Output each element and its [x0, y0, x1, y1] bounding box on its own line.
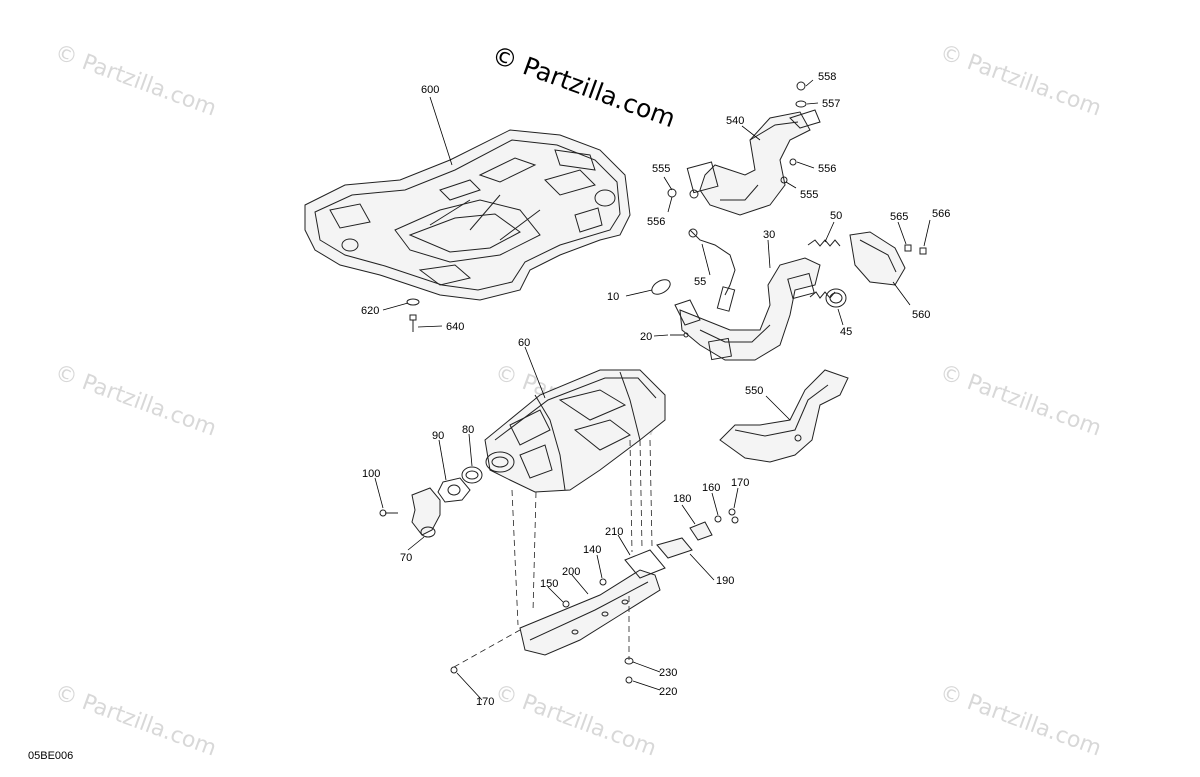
callout-45: 45	[840, 326, 852, 338]
bolt-100	[379, 509, 398, 517]
stud-20	[670, 332, 689, 338]
callout-555: 555	[652, 163, 670, 175]
tail-pipe-550	[719, 369, 849, 463]
callout-60: 60	[518, 337, 530, 349]
callout-55: 55	[694, 276, 706, 288]
nut-220	[625, 676, 633, 684]
callout-80: 80	[462, 424, 474, 436]
callout-100: 100	[362, 468, 380, 480]
washer-620	[406, 298, 420, 306]
leader-lines	[374, 79, 931, 701]
callout-150: 150	[540, 578, 558, 590]
figure-id: 05BE006	[28, 750, 74, 762]
bracket-200	[519, 569, 661, 656]
callout-180: 180	[673, 493, 691, 505]
callout-50: 50	[830, 210, 842, 222]
callout-170-lower: 170	[476, 696, 494, 708]
callout-220: 220	[659, 686, 677, 698]
callout-555-right: 555	[800, 189, 818, 201]
spring-50	[807, 239, 841, 299]
callout-600: 600	[421, 84, 439, 96]
seal-ring-45	[825, 288, 847, 308]
callout-565: 565	[890, 211, 908, 223]
nut-558	[796, 81, 806, 91]
skid-plate-600	[304, 129, 631, 301]
callout-640: 640	[446, 321, 464, 333]
heat-shield-560	[849, 231, 906, 286]
callout-620: 620	[361, 305, 379, 317]
callout-190: 190	[716, 575, 734, 587]
bolt-566	[919, 247, 927, 255]
callout-labels: 600 620 640 558 557 540 555 556 556 555 …	[361, 71, 950, 708]
callout-170: 170	[731, 477, 749, 489]
callout-556-right: 556	[818, 163, 836, 175]
bolt-150	[562, 600, 570, 608]
callout-566: 566	[932, 208, 950, 220]
bolt-640	[409, 314, 417, 332]
nut-170-upper	[728, 508, 739, 524]
callout-230: 230	[659, 667, 677, 679]
callout-20: 20	[640, 331, 652, 343]
alignment-lines	[453, 439, 653, 668]
callout-140: 140	[583, 544, 601, 556]
gasket-10	[651, 279, 671, 295]
bolt-140	[599, 578, 607, 586]
callout-10: 10	[607, 291, 619, 303]
oxygen-sensor-55	[688, 228, 736, 312]
callout-556: 556	[647, 216, 665, 228]
nut-170-lower	[450, 666, 458, 674]
callout-200: 200	[562, 566, 580, 578]
elbow-70	[411, 487, 441, 538]
muffler-60	[484, 369, 666, 493]
callout-90: 90	[432, 430, 444, 442]
callout-558: 558	[818, 71, 836, 83]
ring-80	[461, 466, 483, 484]
callout-160: 160	[702, 482, 720, 494]
callout-30: 30	[763, 229, 775, 241]
gasket-90	[437, 477, 471, 503]
callout-70: 70	[400, 552, 412, 564]
damper-190	[656, 537, 693, 559]
front-pipe-30	[674, 257, 821, 361]
washer-160	[714, 515, 722, 523]
bracket-180	[689, 521, 713, 541]
bolt-565	[904, 244, 912, 252]
callout-210: 210	[605, 526, 623, 538]
callout-560: 560	[912, 309, 930, 321]
plate-210	[624, 549, 666, 579]
callout-557: 557	[822, 98, 840, 110]
washer-557	[795, 100, 807, 108]
callout-540: 540	[726, 115, 744, 127]
callout-550: 550	[745, 385, 763, 397]
